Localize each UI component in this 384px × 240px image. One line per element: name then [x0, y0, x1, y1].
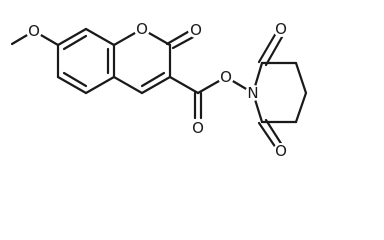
imide-nitrogen-label: N [247, 84, 258, 102]
imide-carbonyls [257, 31, 284, 150]
lactone-carbonyl-oxygen-atom: O [188, 21, 204, 39]
imide-top-oxygen-atom: O [273, 20, 289, 38]
methoxy-oxygen-label: O [28, 22, 40, 40]
ester-carbonyl-oxygen-label: O [192, 119, 204, 137]
imide-top-c-o-bond-1 [257, 31, 278, 64]
pyranone-ring [112, 27, 172, 95]
lactone-carbonyl-oxygen-label: O [190, 21, 202, 39]
methoxy-oxygen-atom: O [26, 22, 42, 40]
atom-labels: O O O O O N O O [26, 20, 289, 160]
imide-bottom-c-o-bond-2 [264, 118, 284, 147]
bond-c3-c4 [294, 61, 308, 95]
bond-c4-c5 [294, 91, 308, 124]
imide-top-oxygen-label: O [275, 20, 287, 38]
chemical-structure-diagram: O O O O O N O O [10, 20, 308, 160]
bond-c4-c4a [112, 75, 144, 95]
bond-c5-c6 [56, 75, 88, 95]
ester-carbonyl-oxygen-atom: O [190, 119, 206, 137]
double-bond-c5-c6-inner [62, 71, 88, 88]
imide-bottom-oxygen-label: O [275, 142, 287, 160]
benzene-ring [56, 27, 116, 95]
imide-bottom-oxygen-atom: O [273, 142, 289, 160]
ring-oxygen-label: O [136, 20, 148, 38]
imide-top-c-o-bond-2 [264, 35, 284, 67]
bond-c8-c8a [84, 27, 116, 47]
imide-bottom-c-o-bond-1 [257, 121, 278, 150]
ester-bridge-oxygen-label: O [220, 68, 232, 86]
bond-c3-c4 [140, 75, 172, 95]
bond-c7-c8 [56, 27, 88, 47]
double-bond-c3-c4-inner [140, 71, 166, 88]
double-bond-c7-c8-inner [62, 34, 88, 51]
ring-to-ester-carbon-bond [168, 75, 200, 95]
bond-c4a-c5 [84, 75, 116, 95]
ring-oxygen-atom: O [134, 20, 150, 38]
imide-nitrogen-atom: N [245, 84, 261, 102]
ester-linkage [168, 75, 255, 120]
ester-bridge-oxygen-atom: O [218, 68, 234, 86]
